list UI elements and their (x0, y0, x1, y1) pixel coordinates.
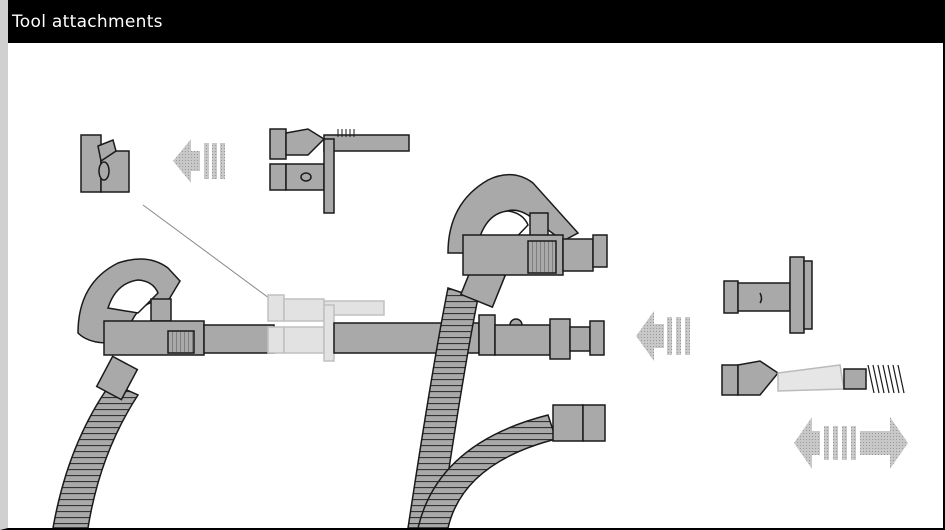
tool-attachments-illustration (52, 128, 908, 528)
wand-with-hose-icon (407, 174, 608, 528)
attach-arrow-icon (636, 311, 690, 361)
extend-double-arrow-icon (794, 417, 908, 469)
loose-hose (417, 404, 606, 528)
upholstery-tool-icon (723, 256, 813, 334)
pointer-line (142, 204, 274, 302)
crevice-brush-tool-icon (721, 360, 905, 396)
remove-arrow-icon (173, 139, 225, 183)
attachment-detached-icon (80, 134, 130, 193)
section-header: Tool attachments (8, 0, 943, 43)
page-title: Tool attachments (12, 11, 163, 32)
handle-with-wand-icon (52, 258, 605, 528)
combined-tools-icon (269, 128, 410, 214)
